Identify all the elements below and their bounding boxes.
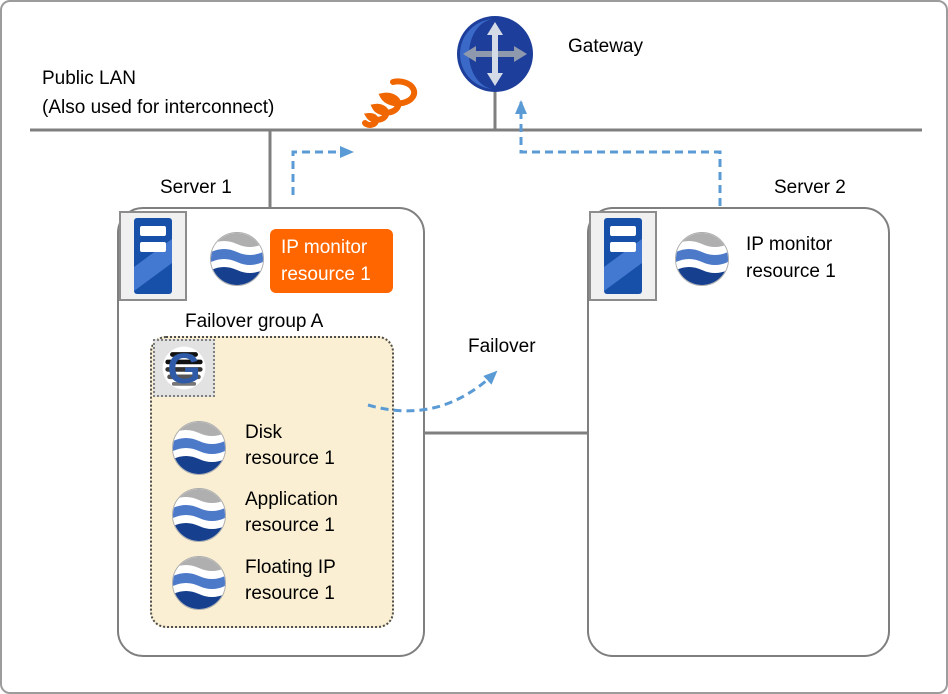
server2-gateway-ping-arrow bbox=[515, 100, 722, 206]
server2-label: Server 2 bbox=[774, 177, 846, 198]
gateway-label: Gateway bbox=[568, 36, 643, 57]
gateway-icon bbox=[455, 14, 535, 94]
server2-tower-icon bbox=[589, 211, 657, 301]
server1-ip-monitor-resource-icon bbox=[210, 232, 264, 286]
application-resource-icon bbox=[172, 488, 226, 542]
application-resource-label: Application resource 1 bbox=[245, 489, 338, 536]
server1-monitor-ping-arrow bbox=[291, 146, 354, 195]
disk-resource-label: Disk resource 1 bbox=[245, 422, 335, 469]
failover-group-label: Failover group A bbox=[185, 311, 324, 332]
public-lan-label: Public LAN (Also used for interconnect) bbox=[42, 68, 275, 118]
floating-ip-resource-icon bbox=[172, 556, 226, 610]
failover-group-g-icon: G bbox=[153, 339, 215, 397]
server2-ip-monitor-resource-icon bbox=[675, 232, 729, 286]
disk-resource-icon bbox=[172, 421, 226, 475]
server1-ip-monitor-badge: IP monitor resource 1 bbox=[270, 229, 393, 293]
server1-label: Server 1 bbox=[160, 177, 232, 198]
failover-label: Failover bbox=[468, 336, 536, 357]
server1-tower-icon bbox=[119, 211, 187, 301]
floating-ip-resource-label: Floating IP resource 1 bbox=[245, 557, 336, 604]
server2-ip-monitor-label: IP monitor resource 1 bbox=[746, 234, 836, 282]
network-fault-coil-icon bbox=[362, 78, 418, 128]
svg-text:G: G bbox=[167, 345, 200, 393]
